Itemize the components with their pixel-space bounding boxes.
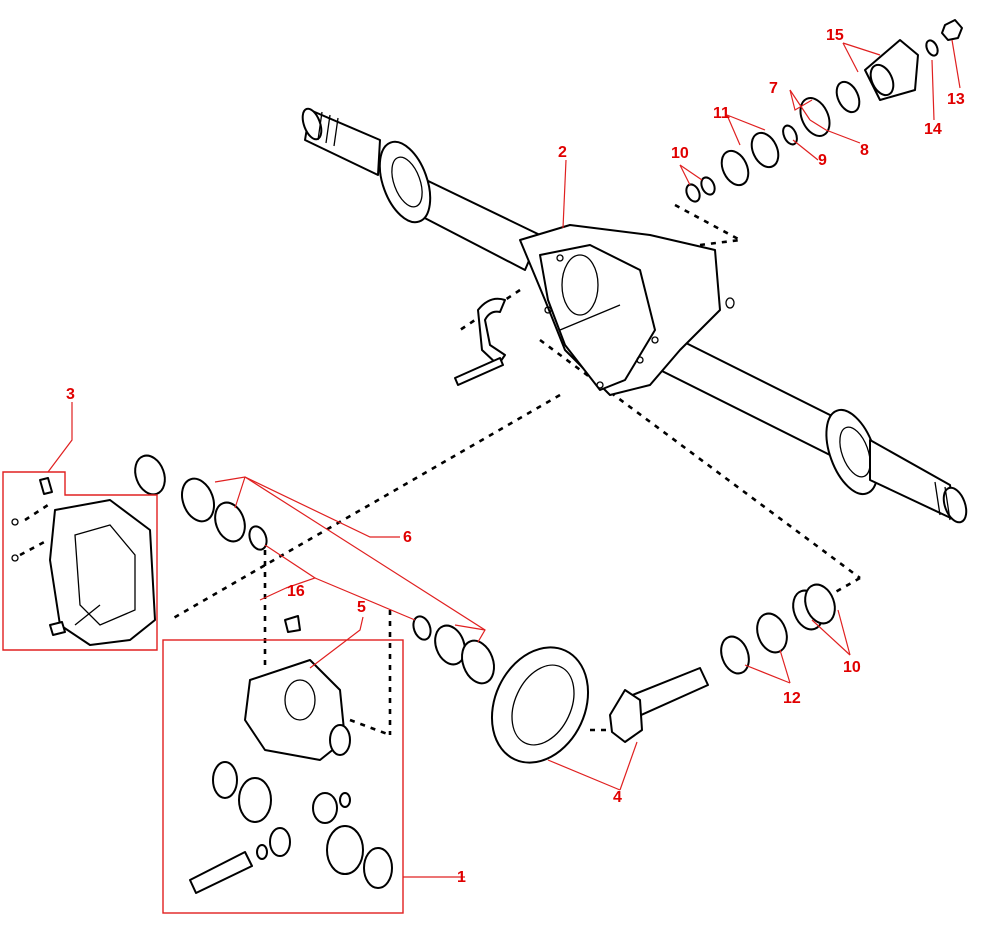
group-boxes bbox=[2, 471, 404, 914]
callout-10-lower: 10 bbox=[843, 659, 861, 676]
callout-8: 8 bbox=[860, 142, 869, 159]
callout-15: 15 bbox=[826, 27, 844, 44]
callout-1: 1 bbox=[457, 869, 466, 886]
callout-2: 2 bbox=[558, 144, 567, 161]
callout-13: 13 bbox=[947, 91, 965, 108]
pinion-flange-stack bbox=[685, 19, 963, 203]
callout-4: 4 bbox=[613, 789, 622, 806]
callout-3: 3 bbox=[66, 386, 75, 403]
axle-housing bbox=[301, 107, 968, 524]
differential-case bbox=[244, 615, 351, 761]
callout-11: 11 bbox=[713, 105, 730, 122]
ring-and-pinion bbox=[490, 646, 709, 764]
group-box-3 bbox=[2, 471, 158, 651]
callout-12: 12 bbox=[783, 690, 801, 707]
carrier-bearings-and-shims bbox=[134, 454, 836, 685]
callout-16: 16 bbox=[287, 583, 305, 600]
callout-7: 7 bbox=[769, 80, 778, 97]
spider-gears bbox=[189, 761, 393, 894]
callout-14: 14 bbox=[924, 121, 942, 138]
callout-5: 5 bbox=[357, 599, 366, 616]
bracket-and-bolt bbox=[454, 297, 506, 386]
callout-6: 6 bbox=[403, 529, 412, 546]
rear-cover bbox=[11, 477, 156, 646]
callout-labels: 1 2 3 4 5 6 7 8 9 10 10 11 12 13 14 15 1… bbox=[66, 27, 965, 886]
callout-10-upper: 10 bbox=[671, 145, 689, 162]
group-box-1 bbox=[162, 639, 404, 914]
leader-lines bbox=[47, 39, 961, 878]
callout-9: 9 bbox=[818, 152, 827, 169]
